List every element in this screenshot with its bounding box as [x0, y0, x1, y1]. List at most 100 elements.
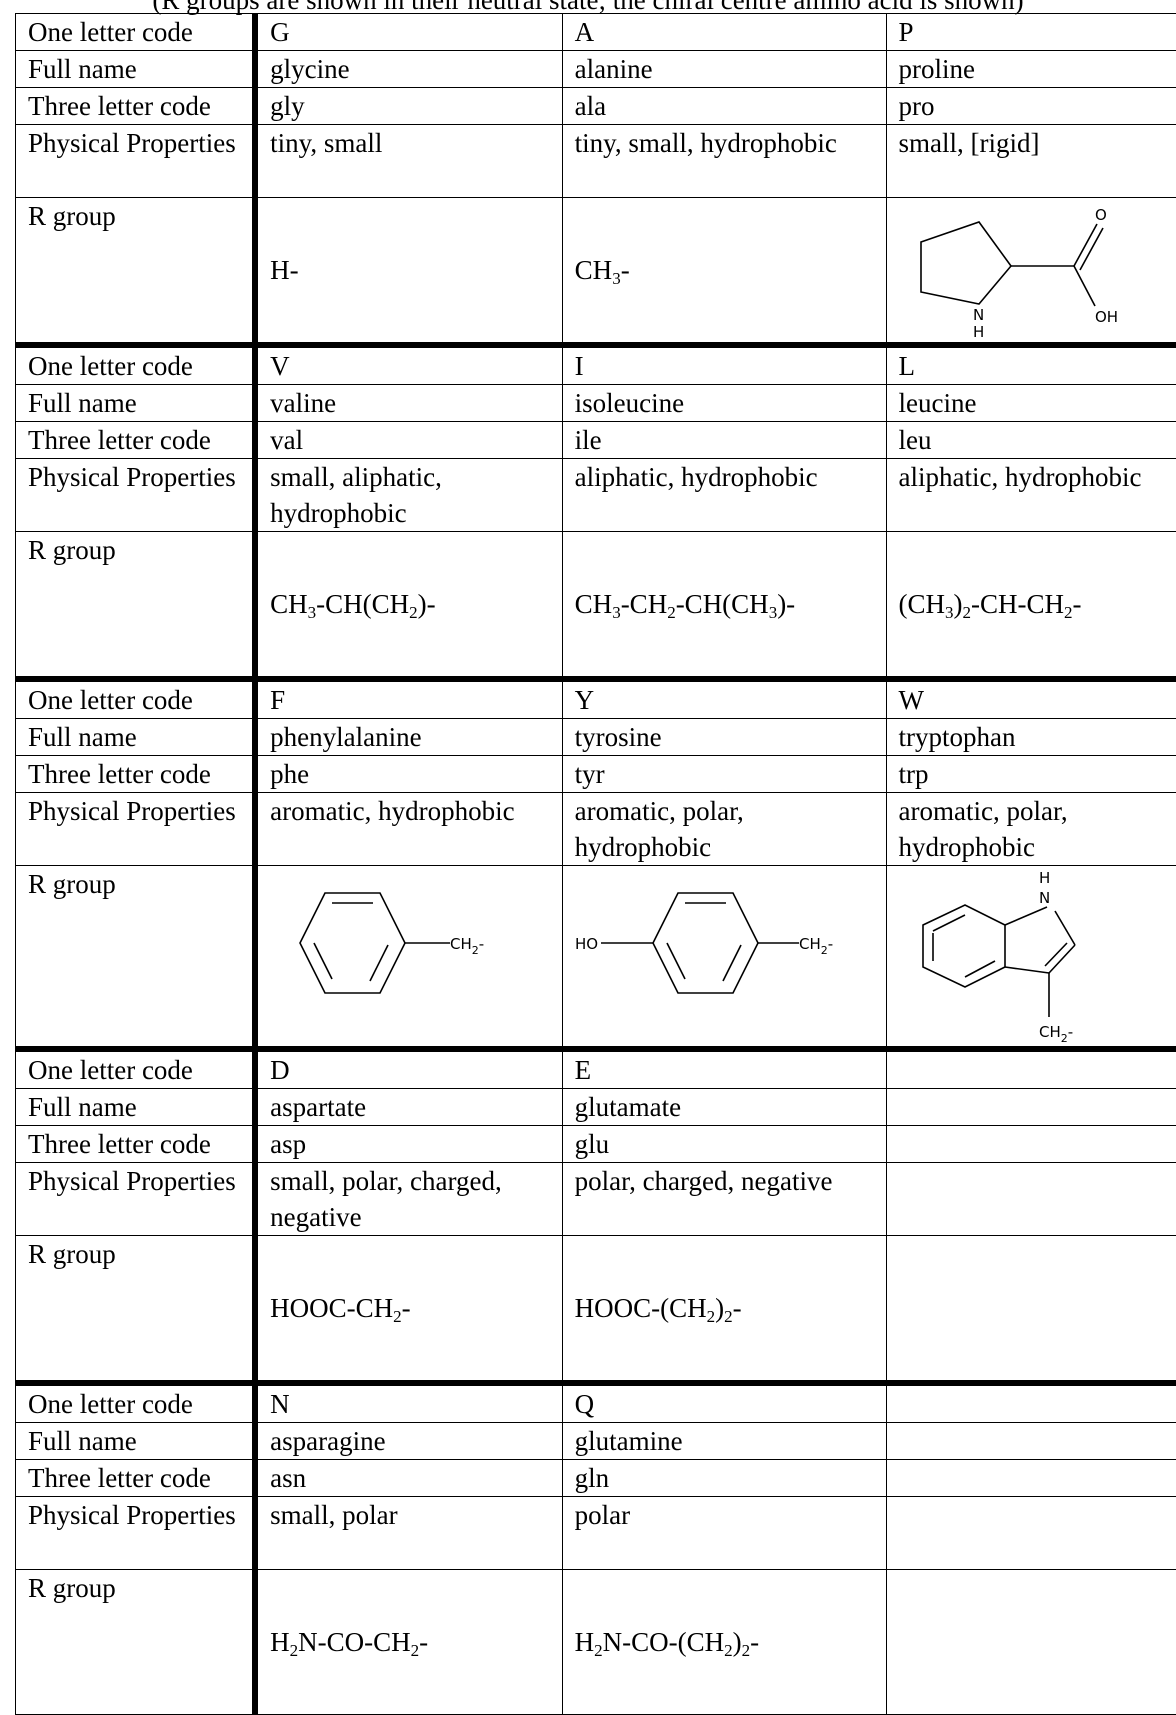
phenylalanine-structure-icon: CH2-	[270, 871, 540, 1041]
cell-three: pro	[886, 88, 1176, 125]
pro-o-label: O	[1095, 206, 1107, 224]
cell-rgroup: O N H OH	[886, 198, 1176, 346]
cell-props: aromatic, polar, hydrophobic	[886, 793, 1176, 866]
row-label-full: Full name	[16, 385, 256, 422]
cell-one: V	[255, 345, 562, 385]
cell-props: small, polar, charged, negative	[255, 1163, 562, 1236]
cell-one: E	[562, 1049, 886, 1089]
cell-rgroup: HOOC-(CH2)2-	[562, 1236, 886, 1384]
cell-props: tiny, small	[255, 125, 562, 198]
tryptophan-structure-icon: H N CH2-	[899, 867, 1159, 1045]
cell-rgroup: HOOC-CH2-	[255, 1236, 562, 1384]
pro-oh-label: OH	[1095, 308, 1118, 326]
cell-full: valine	[255, 385, 562, 422]
cell-one: A	[562, 14, 886, 51]
cell-full	[886, 1423, 1176, 1460]
cell-three: asn	[255, 1460, 562, 1497]
cell-props	[886, 1163, 1176, 1236]
row-label-full: Full name	[16, 1089, 256, 1126]
rgroup-formula-ala: CH3-	[575, 255, 630, 285]
cell-three: gln	[562, 1460, 886, 1497]
cell-one	[886, 1383, 1176, 1423]
cell-three: trp	[886, 756, 1176, 793]
cell-rgroup: CH2-	[255, 866, 562, 1050]
row-label-one: One letter code	[16, 1049, 256, 1089]
row-label-one: One letter code	[16, 1383, 256, 1423]
rgroup-formula-glu: HOOC-(CH2)2-	[575, 1293, 742, 1323]
trp-ch2-label: CH2-	[1039, 1023, 1073, 1045]
row-label-rgroup: R group	[16, 1236, 256, 1384]
cell-props: small, polar	[255, 1497, 562, 1570]
tyr-ho-label: HO	[575, 935, 598, 953]
cell-three	[886, 1460, 1176, 1497]
cell-one: W	[886, 679, 1176, 719]
cell-one: I	[562, 345, 886, 385]
table-row: R group H2N-CO-CH2- H2N-CO-(CH2)2-	[16, 1570, 1176, 1715]
row-label-full: Full name	[16, 719, 256, 756]
row-label-rgroup: R group	[16, 532, 256, 680]
cell-one: Q	[562, 1383, 886, 1423]
tyr-ch2-label: CH2-	[799, 935, 833, 957]
cell-three: ile	[562, 422, 886, 459]
row-label-rgroup: R group	[16, 1570, 256, 1715]
cell-three: asp	[255, 1126, 562, 1163]
cell-rgroup: H2N-CO-(CH2)2-	[562, 1570, 886, 1715]
row-label-three: Three letter code	[16, 1126, 256, 1163]
cell-three	[886, 1126, 1176, 1163]
table-row: R group HOOC-CH2- HOOC-(CH2)2-	[16, 1236, 1176, 1384]
row-label-three: Three letter code	[16, 756, 256, 793]
cell-three: phe	[255, 756, 562, 793]
cell-rgroup: CH3-CH2-CH(CH3)-	[562, 532, 886, 680]
cell-rgroup: H N CH2-	[886, 866, 1176, 1050]
cell-one: Y	[562, 679, 886, 719]
cell-full	[886, 1089, 1176, 1126]
cell-rgroup: H2N-CO-CH2-	[255, 1570, 562, 1715]
cell-props: aromatic, hydrophobic	[255, 793, 562, 866]
row-label-one: One letter code	[16, 14, 256, 51]
cell-full: asparagine	[255, 1423, 562, 1460]
cell-one: D	[255, 1049, 562, 1089]
cell-full: glutamate	[562, 1089, 886, 1126]
row-label-full: Full name	[16, 1423, 256, 1460]
cell-three: tyr	[562, 756, 886, 793]
cell-rgroup: HO CH2-	[562, 866, 886, 1050]
trp-n-label: N	[1039, 889, 1050, 907]
trp-h-label: H	[1039, 869, 1050, 887]
row-label-props: Physical Properties	[16, 125, 256, 198]
cell-full: proline	[886, 51, 1176, 88]
cell-full: glycine	[255, 51, 562, 88]
row-label-props: Physical Properties	[16, 1163, 256, 1236]
cell-full: isoleucine	[562, 385, 886, 422]
cell-rgroup: CH3-CH(CH2)-	[255, 532, 562, 680]
rgroup-formula-asp: HOOC-CH2-	[270, 1293, 411, 1323]
pro-n-label: N	[973, 306, 984, 324]
rgroup-formula-gly: H-	[270, 255, 299, 285]
cell-full: glutamine	[562, 1423, 886, 1460]
row-label-three: Three letter code	[16, 422, 256, 459]
cell-props: small, [rigid]	[886, 125, 1176, 198]
cell-three: glu	[562, 1126, 886, 1163]
row-label-three: Three letter code	[16, 1460, 256, 1497]
proline-structure-icon: O N H OH	[899, 200, 1139, 340]
cell-props: tiny, small, hydrophobic	[562, 125, 886, 198]
cell-full: alanine	[562, 51, 886, 88]
rgroup-formula-asn: H2N-CO-CH2-	[270, 1627, 428, 1657]
row-label-one: One letter code	[16, 679, 256, 719]
